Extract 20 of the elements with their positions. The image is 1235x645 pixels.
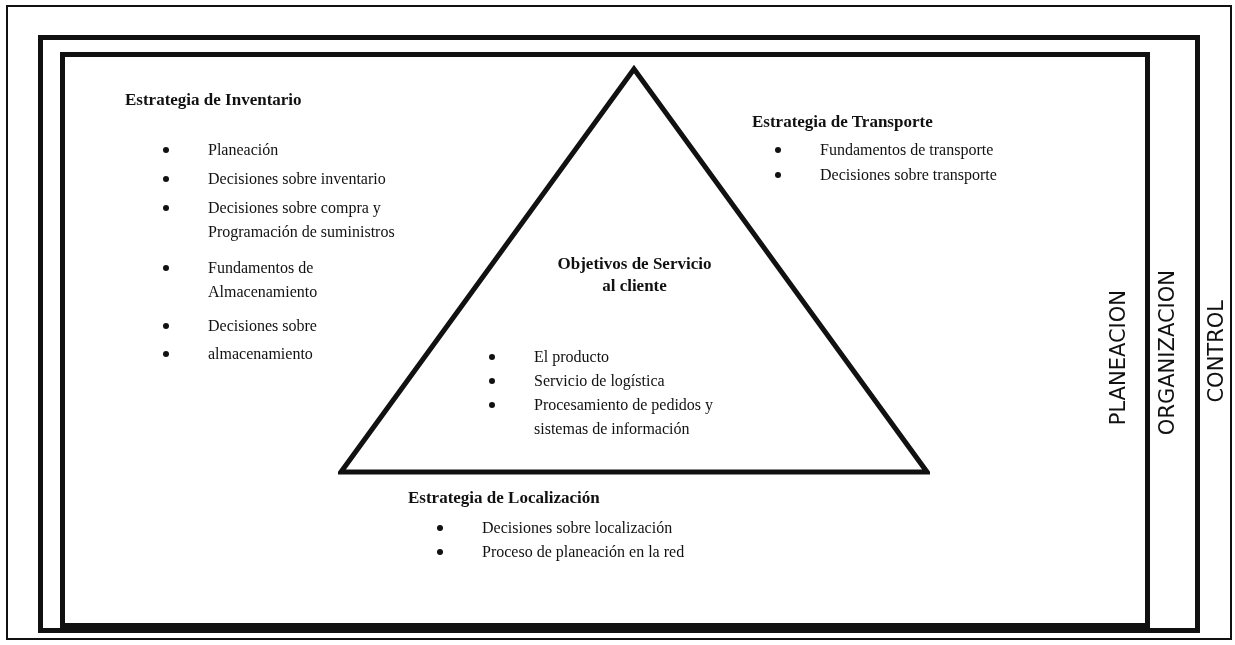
strategy-heading: Estrategia de Inventario xyxy=(125,89,302,111)
bullet-item: Decisiones sobre localización xyxy=(436,516,782,540)
bullet-item: Decisiones sobre compra y Programación de suministros xyxy=(162,196,438,244)
bullet-item: El producto xyxy=(488,345,794,369)
bullet-item: Fundamentos de transporte xyxy=(774,138,1120,162)
bullet-item: Procesamiento de pedidos y sistemas de información xyxy=(488,393,754,441)
frame-label: ORGANIZACION xyxy=(1157,270,1178,436)
frame-label: CONTROL xyxy=(1206,300,1227,403)
bullet-item: Decisiones sobre xyxy=(162,314,468,338)
bullet-item: Proceso de planeación en la red xyxy=(436,540,782,564)
strategy-heading: Estrategia de Localización xyxy=(408,487,600,509)
objective-heading: Objetivos de Servicio al cliente xyxy=(557,253,712,297)
bullet-item: Fundamentos de Almacenamiento xyxy=(162,256,388,304)
bullet-item: Planeación xyxy=(162,138,468,162)
frame-label: PLANEACION xyxy=(1108,290,1129,426)
bullet-item: Decisiones sobre transporte xyxy=(774,163,1120,187)
bullet-item: Decisiones sobre inventario xyxy=(162,167,468,191)
strategy-heading: Estrategia de Transporte xyxy=(752,111,933,133)
bullet-item: almacenamiento xyxy=(162,342,468,366)
bullet-item: Servicio de logística xyxy=(488,369,794,393)
